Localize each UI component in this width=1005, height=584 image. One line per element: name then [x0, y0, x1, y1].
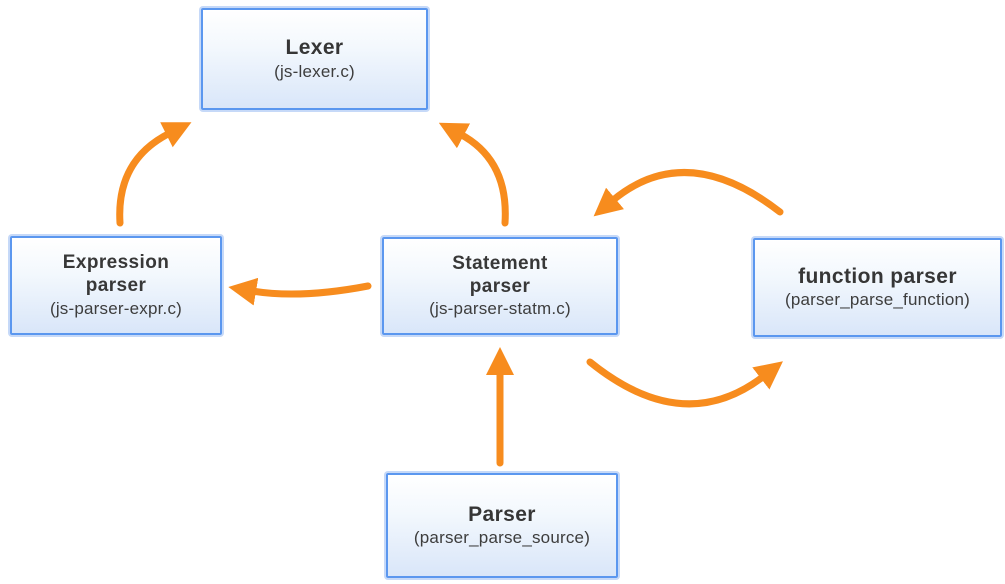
node-parser: Parser (parser_parse_source) — [386, 473, 618, 578]
edge-statement-to-lexer-arrow — [438, 122, 509, 227]
node-lexer-subtitle: (js-lexer.c) — [274, 61, 355, 81]
node-lexer: Lexer (js-lexer.c) — [201, 8, 428, 110]
edge-function-to-statement-arrow — [593, 169, 784, 217]
node-function-parser-subtitle: (parser_parse_function) — [784, 290, 971, 310]
node-parser-subtitle: (parser_parse_source) — [413, 528, 591, 548]
node-statement-parser: Statement parser (js-parser-statm.c) — [382, 237, 618, 335]
edge-expression-to-lexer-arrow — [116, 122, 192, 227]
node-function-parser-title: function parser — [798, 264, 957, 288]
node-expression-parser-title: Expression parser — [62, 252, 170, 297]
node-parser-title: Parser — [468, 502, 536, 526]
node-statement-parser-subtitle: (js-parser-statm.c) — [429, 299, 571, 319]
node-expression-parser: Expression parser (js-parser-expr.c) — [10, 236, 222, 335]
node-expression-parser-subtitle: (js-parser-expr.c) — [49, 298, 183, 318]
node-lexer-title: Lexer — [285, 36, 344, 60]
node-function-parser: function parser (parser_parse_function) — [753, 238, 1002, 337]
edge-statement-to-function-arrow — [586, 358, 783, 408]
edge-statement-to-expression-arrow — [228, 277, 372, 306]
node-statement-parser-title: Statement parser — [452, 252, 548, 297]
